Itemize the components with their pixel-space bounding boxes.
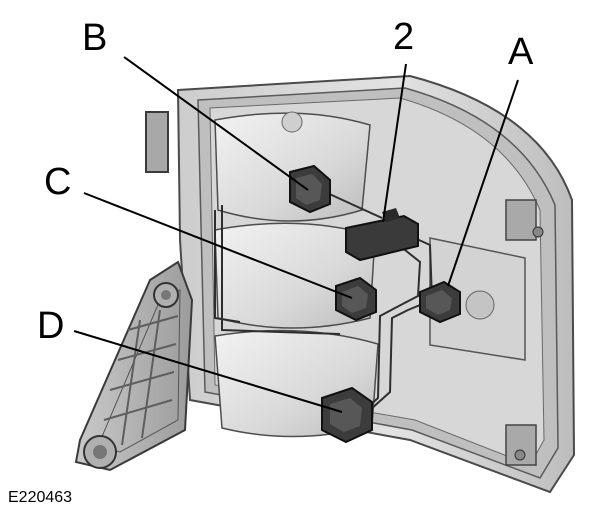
leader-line-c bbox=[83, 192, 353, 299]
callout-d: D bbox=[37, 305, 64, 347]
leader-line-d bbox=[73, 330, 343, 413]
leader-lines bbox=[73, 56, 519, 413]
callout-b: B bbox=[82, 17, 107, 59]
bulb-socket-a bbox=[419, 280, 461, 324]
figure-id: E220463 bbox=[8, 489, 72, 506]
leader-line-2 bbox=[382, 63, 407, 223]
leader-line-a bbox=[447, 79, 519, 287]
reflector-upper bbox=[214, 111, 371, 222]
leader-line-b bbox=[123, 56, 309, 191]
mounting-bracket bbox=[74, 111, 194, 472]
bulb-socket-c bbox=[335, 276, 377, 322]
connector-2 bbox=[345, 208, 419, 262]
bulb-socket-b bbox=[289, 164, 331, 214]
callout-a: A bbox=[508, 31, 534, 73]
callout-c: C bbox=[44, 161, 71, 203]
bulb-socket-d bbox=[321, 386, 373, 444]
callout-2: 2 bbox=[393, 16, 414, 58]
